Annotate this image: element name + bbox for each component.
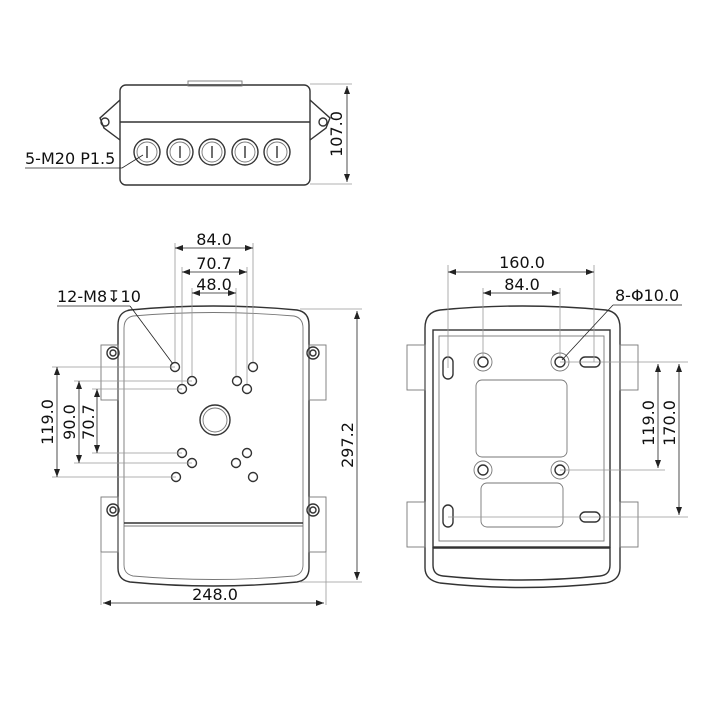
dim-297-2: 297.2	[338, 422, 357, 468]
top-height-dim: 107.0	[327, 111, 346, 157]
dim-119: 119.0	[38, 399, 57, 445]
hole-spec-label: 8-Φ10.0	[615, 286, 679, 305]
top-view: 5-M20 P1.5 107.0	[25, 80, 352, 186]
back-view: 160.0 84.0 8-Φ10.0 119.0 170.0	[406, 253, 688, 589]
m8-holes	[169, 361, 259, 483]
dim-119-back: 119.0	[639, 400, 658, 446]
dim-90: 90.0	[60, 404, 79, 440]
dim-160: 160.0	[499, 253, 545, 272]
dim-48: 48.0	[196, 275, 232, 294]
dim-84-back: 84.0	[504, 275, 540, 294]
dim-70-7-vertical: 70.7	[79, 404, 98, 440]
thread-spec-label: 5-M20 P1.5	[25, 149, 115, 168]
front-view: 84.0 70.7 48.0 12-M8↧10 119.0 90.0 70.7 …	[38, 230, 362, 606]
corner-screws	[106, 346, 320, 517]
dim-248: 248.0	[192, 585, 238, 604]
dim-70-7: 70.7	[196, 254, 232, 273]
thread-hole-label: 12-M8↧10	[57, 287, 141, 306]
cable-glands	[133, 138, 291, 166]
mounting-holes	[442, 352, 601, 528]
dim-84: 84.0	[196, 230, 232, 249]
dim-170: 170.0	[660, 400, 679, 446]
